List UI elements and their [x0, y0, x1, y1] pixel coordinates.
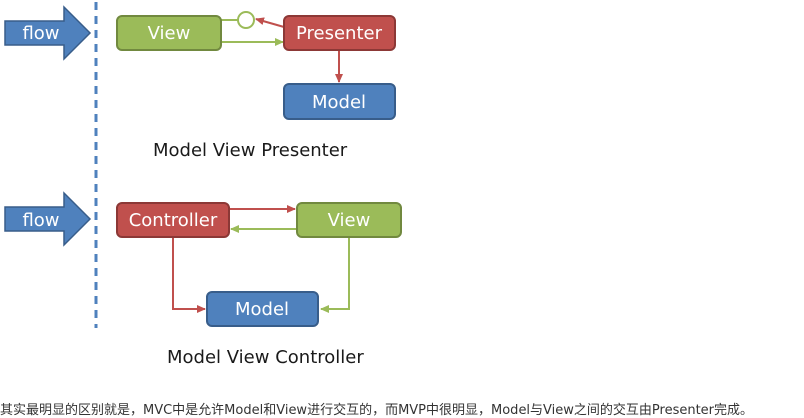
mvc-controller-to-model-arrow [172, 238, 206, 313]
mvc-view-to-model-arrow [320, 238, 350, 313]
mvc-controller-box: Controller [116, 202, 230, 238]
mvp-view-box: View [116, 15, 222, 51]
mvp-presenter-box: Presenter [283, 15, 396, 51]
mvp-interface-circle [237, 11, 255, 29]
mvp-model-label: Model [312, 92, 366, 113]
mvc-controller-label: Controller [129, 210, 218, 231]
mvc-flow-arrow: flow [4, 191, 92, 247]
mvp-view-label: View [148, 23, 191, 44]
mvp-presenter-label: Presenter [296, 23, 383, 44]
mvp-flow-label: flow [22, 23, 59, 44]
mvc-model-box: Model [206, 291, 319, 327]
mvc-flow-label: flow [22, 210, 59, 231]
footnote-text: 其实最明显的区别就是，MVC中是允许Model和View进行交互的，而MVP中很… [0, 403, 754, 418]
mvc-model-label: Model [235, 299, 289, 320]
mvc-caption: Model View Controller [167, 347, 364, 368]
mvp-presenter-to-view-arrow [255, 17, 285, 28]
mvp-flow-arrow: flow [4, 5, 92, 61]
mvp-model-box: Model [283, 83, 396, 120]
mvp-caption: Model View Presenter [153, 140, 348, 161]
mvc-view-box: View [296, 202, 402, 238]
mvc-view-label: View [328, 210, 371, 231]
